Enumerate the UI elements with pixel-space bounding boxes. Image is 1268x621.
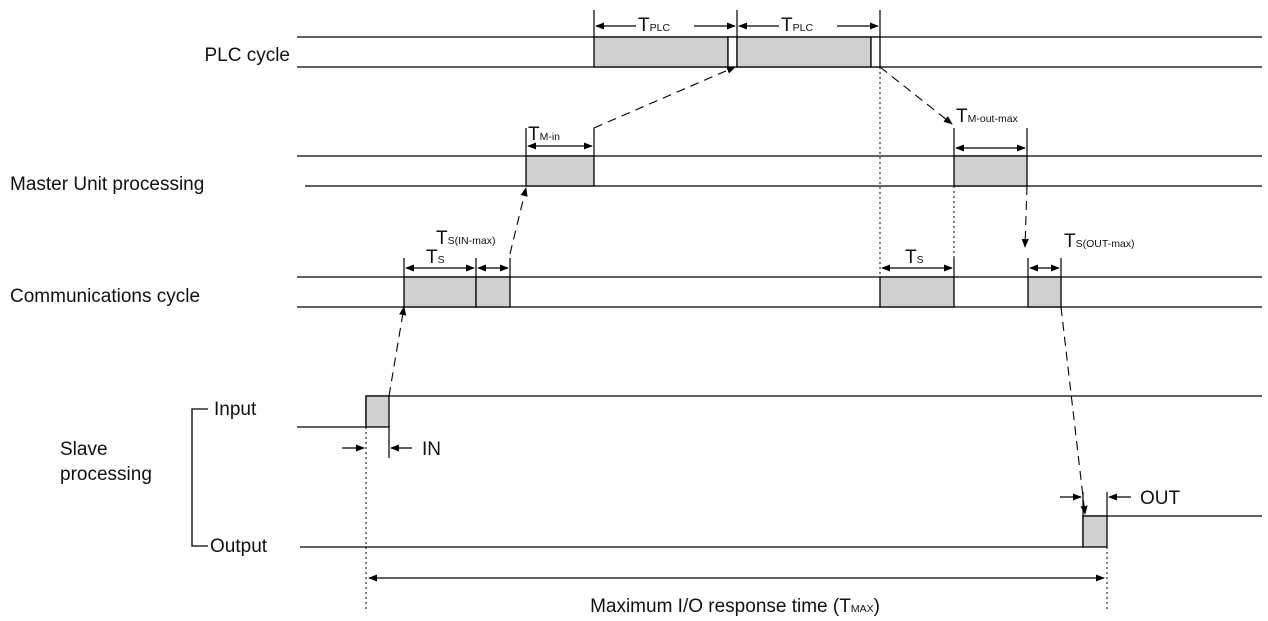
- communications-row: TS(IN-max) TS TS TS(OUT-max): [297, 228, 1262, 308]
- in-label: IN: [422, 439, 441, 460]
- t-s-label-2: TS: [905, 247, 924, 268]
- max-response-label: Maximum I/O response time (TMAX): [590, 596, 880, 617]
- slave-output-row: OUT: [300, 488, 1262, 548]
- t-m-out-label: TM-out-max: [956, 106, 1019, 127]
- comm-box-2: [475, 276, 511, 308]
- plc-cycle-gap-2: [870, 36, 881, 68]
- row-label-input: Input: [214, 399, 257, 420]
- comm-box-1: [403, 276, 477, 308]
- slave-bracket: [191, 408, 208, 547]
- row-label-plc-cycle: PLC cycle: [204, 45, 290, 66]
- out-label: OUT: [1140, 488, 1181, 509]
- master-unit-row: TM-in TM-out-max: [297, 106, 1262, 187]
- row-label-slave: Slave: [60, 439, 108, 460]
- t-m-in-label: TM-in: [528, 124, 560, 145]
- flow-master-to-plc: [593, 66, 736, 129]
- row-label-processing: processing: [60, 464, 152, 485]
- plc-cycle-box-1: [593, 36, 729, 68]
- master-out-box: [953, 155, 1028, 187]
- guide-lines: [365, 67, 1108, 610]
- row-label-master-unit: Master Unit processing: [10, 174, 204, 195]
- plc-cycle-gap-1: [727, 36, 738, 68]
- flow-comm-to-output: [1060, 306, 1088, 515]
- flow-plc-to-master: [879, 66, 953, 125]
- comm-box-4: [1027, 276, 1062, 308]
- t-s-out-max-label: TS(OUT-max): [1064, 231, 1135, 252]
- plc-cycle-box-2: [736, 36, 872, 68]
- flow-arrows: [388, 66, 1088, 515]
- t-plc-label-2: TPLC: [781, 15, 813, 36]
- master-in-box: [525, 155, 595, 187]
- t-s-label-1: TS: [426, 247, 445, 268]
- plc-cycle-row: TPLC TPLC: [297, 10, 1262, 68]
- row-label-output: Output: [210, 536, 268, 557]
- input-box: [365, 395, 390, 428]
- slave-input-row: IN: [297, 395, 1262, 460]
- flow-comm-to-master: [509, 187, 528, 255]
- row-label-communications: Communications cycle: [10, 286, 200, 307]
- flow-input-to-comm: [388, 306, 407, 397]
- max-response-time: Maximum I/O response time (TMAX): [368, 574, 1105, 617]
- output-box: [1082, 515, 1108, 548]
- comm-box-3: [879, 276, 955, 308]
- t-s-in-max-label: TS(IN-max): [436, 228, 495, 249]
- flow-master-to-comm: [1021, 185, 1029, 248]
- t-plc-label-1: TPLC: [638, 15, 670, 36]
